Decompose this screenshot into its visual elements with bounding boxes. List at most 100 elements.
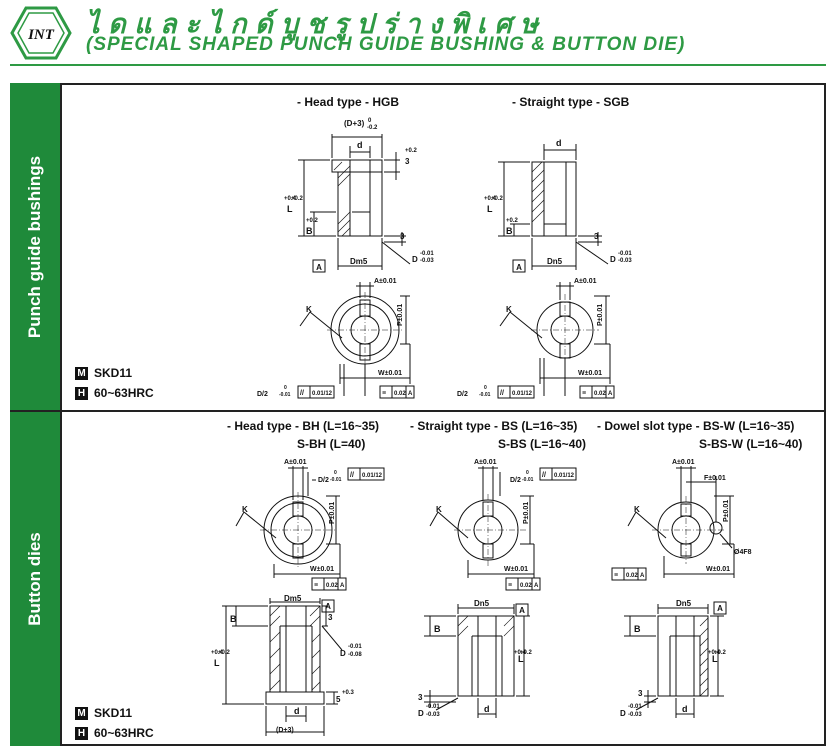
material-value: SKD11: [94, 706, 133, 720]
dim-3: 3: [638, 689, 643, 698]
dim-Dn5: Dn5: [474, 599, 490, 608]
dim-Dn5: Dn5: [547, 257, 563, 266]
tol-p2: +0.2: [506, 218, 519, 224]
dim-3: 3: [405, 157, 410, 166]
datum-a: A: [717, 604, 723, 613]
dim-d3: (D+3): [276, 727, 294, 734]
tol-frame-parallel: 0.01/12: [362, 473, 383, 479]
material-label: M SKD11: [75, 706, 133, 721]
side-separator: [60, 83, 62, 746]
datum-a: A: [316, 263, 322, 272]
logo-text: INT: [27, 27, 55, 43]
hgb-title: - Head type - HGB: [297, 95, 400, 109]
material-badge: M: [75, 707, 88, 721]
dim-p: P±0.01: [597, 304, 604, 326]
tol-m03: -0.03: [420, 258, 434, 264]
dim-p: P±0.01: [397, 304, 404, 326]
tol-p2: +0.2: [291, 196, 304, 202]
bs-top-view: A±0.01 P±0.01 K W±0.01 D/2 0 -0.01 // 0.…: [429, 459, 577, 591]
dim-D: D: [412, 255, 418, 264]
dim-k: K: [306, 305, 312, 314]
dim-d: d: [484, 704, 490, 714]
tol-frame-parallel: 0.01/12: [512, 391, 533, 397]
tol-p2: +0.2: [306, 218, 319, 224]
parallel-icon: //: [350, 472, 354, 479]
tol-0: 0: [284, 385, 287, 391]
dim-3b: 3: [594, 232, 599, 241]
tol-0: 0: [484, 385, 487, 391]
dim-Dm5: Dm5: [284, 594, 302, 603]
tol-p2: +0.2: [218, 650, 231, 656]
parallel-icon: //: [500, 390, 504, 397]
dim-B: B: [506, 226, 513, 236]
tol-p2: +0.2: [520, 650, 533, 656]
dim-f: F±0.01: [704, 475, 726, 482]
dim-d: d: [556, 138, 562, 148]
tol-p4: +0.4: [484, 196, 497, 202]
dim-Dn5: Dn5: [676, 599, 692, 608]
datum-ref: A: [640, 573, 645, 579]
hardness-value: 60~63HRC: [94, 386, 154, 400]
tol-m2: -0.2: [367, 125, 378, 131]
sgb-top-view: A±0.01 P±0.01 K W±0.01 D/2 0 -0.01 // 0.…: [457, 278, 615, 399]
hardness-label: H 60~63HRC: [75, 386, 154, 401]
dim-D: D: [340, 649, 346, 658]
header-underline: [10, 64, 826, 66]
bs-title: - Straight type - BS (L=16~35): [410, 419, 578, 433]
dim-B: B: [634, 624, 641, 634]
bh-title: - Head type - BH (L=16~35): [227, 419, 380, 433]
dim-k: K: [436, 505, 442, 514]
datum-ref: A: [608, 391, 613, 397]
dim-3b: 3: [400, 232, 405, 241]
dim-B: B: [306, 226, 313, 236]
symmetry-icon: ≡: [382, 390, 386, 397]
tol-frame-sym: 0.02: [626, 573, 638, 579]
dim-3: 3: [418, 693, 423, 702]
tol-m01: -0.01: [618, 251, 632, 257]
tol-m01: -0.01: [420, 251, 434, 257]
dim-p: P±0.01: [723, 500, 730, 522]
dim-Dm5: Dm5: [350, 257, 368, 266]
tol-m03: -0.03: [426, 712, 440, 718]
section-divider: [10, 410, 826, 412]
dim-d2: D/2: [318, 477, 329, 484]
side-label-text: Button dies: [25, 531, 44, 626]
bh-side-view: A Dm5 B L +0.4 +0.2 3 D -0.01 -0.08 d (D…: [211, 594, 362, 736]
dim-k: K: [242, 505, 248, 514]
tol-frame-sym: 0.02: [594, 391, 606, 397]
tol-m01: -0.01: [628, 704, 642, 710]
side-label-button-dies: Button dies: [10, 411, 60, 746]
tol-0: 0: [526, 470, 529, 476]
sbs-title: S-BS (L=16~40): [498, 437, 587, 451]
datum-ref: A: [534, 583, 539, 589]
bh-top-view: A±0.01 P±0.01 K W±0.01 D/2 0 -0.01 // 0.…: [235, 459, 385, 591]
tol-0: 0: [368, 118, 372, 124]
hardness-badge: H: [75, 387, 88, 401]
tol-p4: +0.4: [211, 650, 224, 656]
dim-D: D: [620, 709, 626, 718]
tol-m03: -0.03: [628, 712, 642, 718]
tol-frame-parallel: 0.01/12: [554, 473, 575, 479]
tol-p3: +0.3: [342, 690, 355, 696]
dim-L: L: [487, 204, 493, 214]
datum-a: A: [325, 602, 331, 611]
hardness-badge: H: [75, 727, 88, 741]
dim-w: W±0.01: [706, 566, 730, 573]
sgb-side-view: A d L +0.4 +0.2 B +0.2 3 Dn5 D -0.01 -0.…: [484, 138, 632, 273]
dim-d2: D/2: [257, 391, 268, 398]
dim-B: B: [434, 624, 441, 634]
dim-k: K: [634, 505, 640, 514]
datum-a: A: [516, 263, 522, 272]
dim-w: W±0.01: [578, 370, 602, 377]
tol-p2: +0.2: [491, 196, 504, 202]
tol-frame-sym: 0.02: [394, 391, 406, 397]
dim-d: d: [357, 140, 363, 150]
dim-L: L: [287, 204, 293, 214]
dim-a: A±0.01: [574, 278, 597, 285]
dim-w: W±0.01: [378, 370, 402, 377]
datum-a: A: [519, 606, 525, 615]
side-label-text: Punch guide bushings: [25, 155, 44, 339]
dim-B: B: [230, 614, 237, 624]
tol-m01: -0.01: [479, 392, 491, 398]
page-title-english: (SPECIAL SHAPED PUNCH GUIDE BUSHING & BU…: [86, 34, 686, 55]
